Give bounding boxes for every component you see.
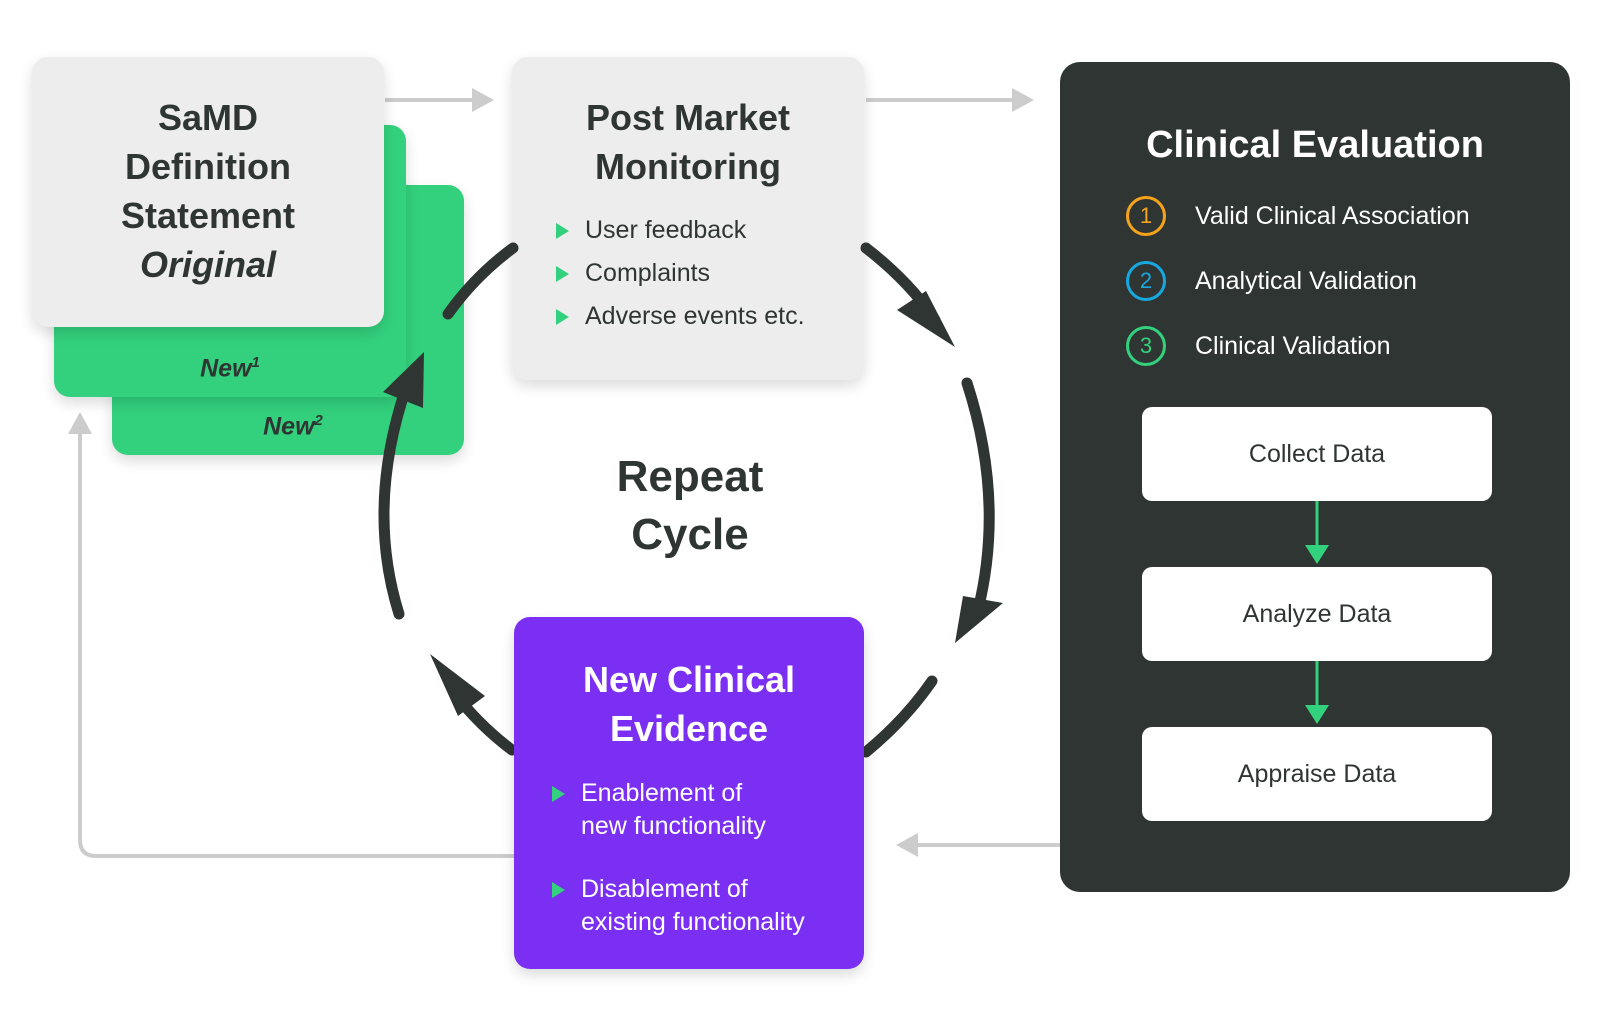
green-down-arrow-icon (1305, 545, 1329, 564)
cycle-arrowhead-right-icon (955, 596, 1003, 643)
number-circle-3-icon: 3 (1126, 326, 1166, 366)
repeat-cycle-label: Repeat Cycle (616, 452, 764, 559)
pmm-title-line: Post Market (585, 97, 791, 138)
cycle-arc-bottom-right (860, 675, 938, 758)
number-circle-2-icon: 2 (1126, 261, 1166, 301)
samd-definition-card: SaMD Definition Statement Original (32, 57, 384, 327)
green-triangle-bullet-icon (552, 882, 565, 898)
cycle-arc-right (961, 377, 995, 616)
step-appraise-data: Appraise Data (1142, 727, 1492, 821)
cycle-arrowhead-left-icon (383, 352, 424, 408)
criterion-item: 1 Valid Clinical Association (1126, 195, 1470, 237)
samd-version-new-1-superscript: 1 (251, 353, 260, 371)
list-item: Complaints (556, 252, 864, 295)
pmm-title-line: Monitoring (595, 146, 781, 187)
criterion-item: 3 Clinical Validation (1126, 325, 1470, 367)
connector-eval-to-evidence-head (896, 833, 918, 857)
samd-version-new-1-label: New (200, 354, 252, 382)
cycle-arrowhead-top-right-icon (897, 291, 955, 347)
samd-version-new-2-label: New (263, 412, 315, 440)
green-triangle-bullet-icon (556, 265, 569, 282)
samd-title-line: SaMD (157, 97, 259, 138)
post-market-monitoring-card: Post Market Monitoring User feedback Com… (512, 57, 864, 380)
cycle-arrowhead-bottom-left-icon (430, 654, 485, 716)
evidence-title-line: Evidence (609, 708, 769, 749)
step-analyze-data: Analyze Data (1142, 567, 1492, 661)
green-triangle-bullet-icon (556, 222, 569, 239)
criteria-list: 1 Valid Clinical Association 2 Analytica… (1126, 195, 1470, 367)
number-circle-1-icon: 1 (1126, 196, 1166, 236)
criterion-label: Clinical Validation (1195, 331, 1391, 360)
list-item: User feedback (556, 209, 864, 252)
samd-subtitle: Original (139, 244, 277, 285)
criterion-label: Analytical Validation (1195, 266, 1417, 295)
connector-pmm-to-eval-head (1012, 88, 1034, 112)
connector-samd-to-pmm-head (472, 88, 494, 112)
evidence-title-line: New Clinical (582, 659, 796, 700)
pmm-item-list: User feedback Complaints Adverse events … (556, 209, 864, 338)
green-triangle-bullet-icon (556, 308, 569, 325)
connector-evidence-to-samd (78, 432, 516, 858)
cycle-arc-top-left (442, 242, 519, 320)
samd-title-line: Definition (125, 146, 291, 187)
connector-evidence-to-samd-head (68, 412, 92, 434)
samd-title-line: Statement (120, 195, 296, 236)
criterion-item: 2 Analytical Validation (1126, 260, 1470, 302)
clinical-evaluation-title: Clinical Evaluation (1146, 124, 1484, 166)
list-item: Adverse events etc. (556, 295, 864, 338)
green-down-arrow-icon (1305, 705, 1329, 724)
cycle-arc-left (378, 376, 414, 620)
samd-version-new-2-superscript: 2 (314, 411, 323, 429)
step-collect-data: Collect Data (1142, 407, 1492, 501)
green-triangle-bullet-icon (552, 786, 565, 802)
criterion-label: Valid Clinical Association (1195, 201, 1470, 230)
